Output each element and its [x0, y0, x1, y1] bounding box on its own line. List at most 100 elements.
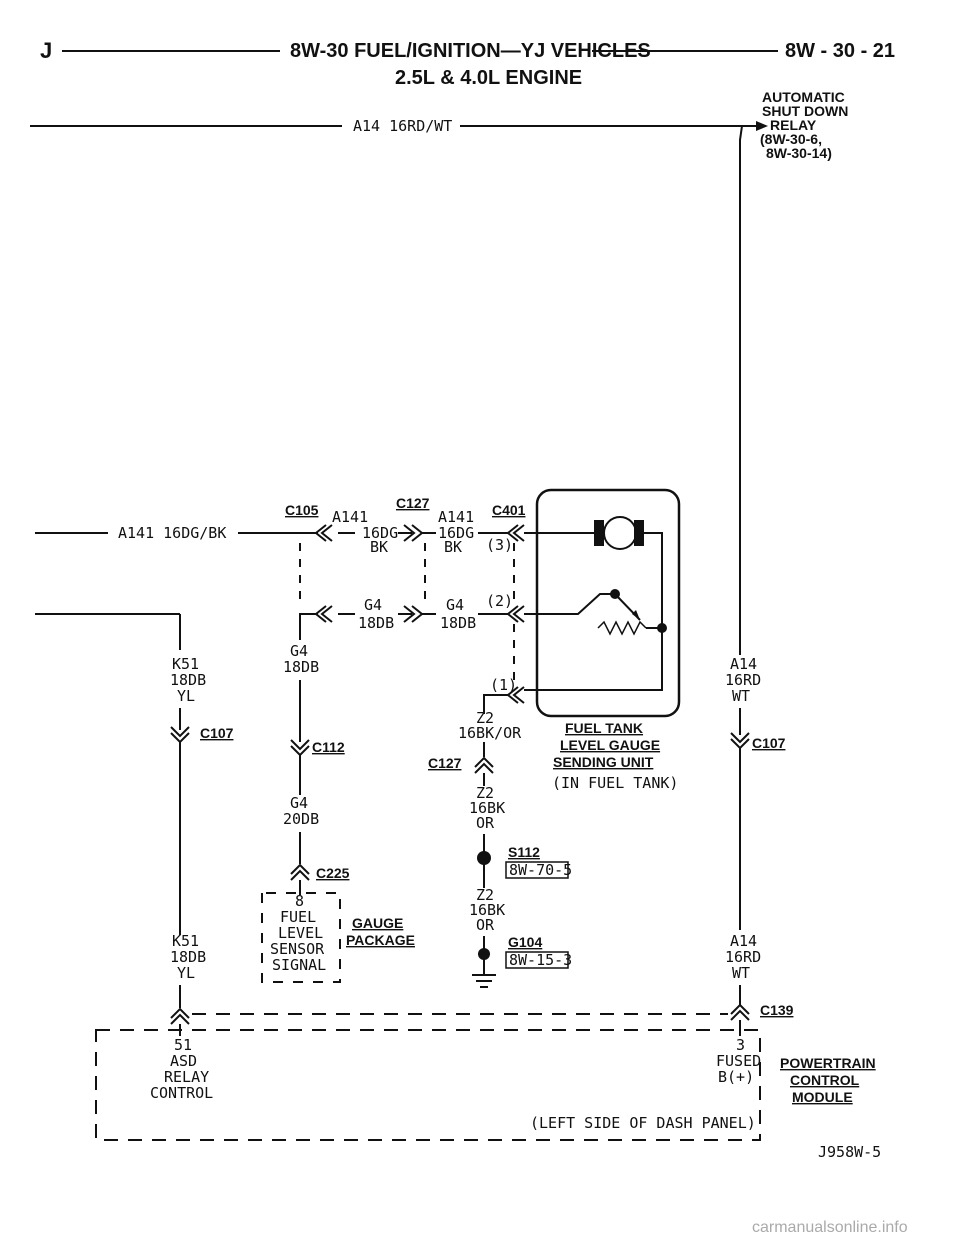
gauge-signal-l3: SENSOR	[270, 940, 325, 958]
gauge-signal-l4: SIGNAL	[272, 956, 326, 974]
connector-c127-mid-label: C127	[428, 755, 462, 771]
wire-a14-top-label: A14 16RD/WT	[353, 117, 452, 135]
a14-bottom-l2: 16RD	[725, 948, 761, 966]
header-subtitle: 2.5L & 4.0L ENGINE	[395, 67, 582, 89]
pcm-bplus: B(+)	[718, 1068, 754, 1086]
connector-c105-g4-icon	[314, 605, 333, 623]
splice-s112-icon	[477, 851, 491, 865]
g4-mid-l2: 18DB	[283, 658, 319, 676]
connector-c107-left-label: C107	[200, 725, 234, 741]
sending-unit-wire-2	[524, 593, 615, 615]
k51-bottom-l3: YL	[177, 964, 195, 982]
asd-relay-line-3: RELAY	[770, 117, 817, 133]
asd-relay-line-4: (8W-30-6,	[760, 131, 822, 147]
k51-top-l3: YL	[177, 687, 195, 705]
wire-a141-label: A141 16DG/BK	[118, 524, 226, 542]
gauge-motor-icon	[603, 516, 637, 550]
relay-arrow-icon	[756, 121, 768, 131]
k51-bottom-l1: K51	[172, 932, 199, 950]
header-page-number: 8W - 30 - 21	[785, 40, 895, 62]
a141-left-l1: A141	[332, 508, 368, 526]
k51-bottom-l2: 18DB	[170, 948, 206, 966]
a14-top-l3: WT	[732, 687, 750, 705]
fuel-tank-label-2: LEVEL GAUGE	[560, 737, 660, 753]
z2-b-l3: OR	[476, 814, 495, 832]
pin-2-label: (2)	[486, 592, 513, 610]
g4-low-l1: G4	[290, 794, 308, 812]
ground-g104-ref: 8W-15-3	[509, 951, 572, 969]
gauge-package-box	[261, 892, 341, 983]
a14-bottom-l1: A14	[730, 932, 757, 950]
gauge-signal-l2: LEVEL	[278, 924, 323, 942]
k51-top-l1: K51	[172, 655, 199, 673]
connector-c105-label: C105	[285, 502, 319, 518]
z2-b-l1: Z2	[476, 784, 494, 802]
connector-c127-top-label: C127	[396, 495, 430, 511]
splice-s112-label: S112	[508, 844, 540, 860]
gauge-pin-label: 8	[295, 892, 304, 910]
connector-c105-icon	[314, 524, 333, 542]
page-header: J 8W-30 FUEL/IGNITION—YJ VEHICLES 8W - 3…	[40, 38, 895, 89]
connector-c401-pin3-icon	[506, 524, 525, 542]
g4-right-l1: G4	[446, 596, 464, 614]
fuel-tank-label-1: FUEL TANK	[565, 720, 643, 736]
pcm-box	[95, 1029, 761, 1141]
pin-1-label: (1)	[490, 676, 517, 694]
pcm-name-1: POWERTRAIN	[780, 1055, 876, 1071]
asd-relay-line-1: AUTOMATIC	[762, 89, 845, 105]
pcm-asd-l1: ASD	[170, 1052, 197, 1070]
a141-right-l3: BK	[444, 538, 462, 556]
gauge-motor-right	[634, 520, 644, 546]
connector-c401-pin2-icon	[506, 605, 525, 623]
connector-c107-right-icon	[730, 732, 750, 750]
float-arrow-icon	[632, 610, 640, 620]
z2-c-l3: OR	[476, 916, 495, 934]
watermark: carmanualsonline.info	[752, 1219, 908, 1236]
asd-relay-label: AUTOMATIC SHUT DOWN RELAY (8W-30-6, 8W-3…	[760, 89, 848, 161]
g4-left-l1: G4	[364, 596, 382, 614]
pcm-name-3: MODULE	[792, 1089, 853, 1105]
z2-c-l1: Z2	[476, 886, 494, 904]
wire-z2-top	[483, 694, 508, 714]
gauge-package-name-2: PACKAGE	[346, 932, 415, 948]
ground-g104-label: G104	[508, 934, 542, 950]
z2-b-l2: 16BK	[469, 799, 505, 817]
asd-relay-line-2: SHUT DOWN	[762, 103, 848, 119]
gauge-motor-left	[594, 520, 604, 546]
connector-c139-right-icon	[730, 1003, 750, 1021]
ground-g104-node	[478, 948, 490, 960]
connector-c107-right-label: C107	[752, 735, 786, 751]
resistor-node	[657, 623, 667, 633]
connector-c127-mid-icon	[474, 756, 494, 774]
z2-a-l2: 16BK/OR	[458, 724, 522, 742]
gauge-signal-l1: FUEL	[280, 908, 316, 926]
fuel-tank-label-4: (IN FUEL TANK)	[552, 774, 678, 792]
a141-left-l2: 16DG	[362, 524, 398, 542]
a14-bottom-l3: WT	[732, 964, 750, 982]
pin-3-label: (3)	[486, 536, 513, 554]
sending-unit-box	[535, 488, 681, 718]
pcm-fused: FUSED	[716, 1052, 761, 1070]
asd-relay-line-5: 8W-30-14)	[766, 145, 832, 161]
connector-c139-left-icon	[170, 1007, 190, 1025]
a14-top-l1: A14	[730, 655, 757, 673]
pcm-name-2: CONTROL	[790, 1072, 860, 1088]
g4-low-l2: 20DB	[283, 810, 319, 828]
k51-top-l2: 18DB	[170, 671, 206, 689]
a141-right-l1: A141	[438, 508, 474, 526]
connector-c139-label: C139	[760, 1002, 794, 1018]
pcm-pin51: 51	[174, 1036, 192, 1054]
z2-c-l2: 16BK	[469, 901, 505, 919]
connector-c112-icon	[290, 739, 310, 757]
pcm-location: (LEFT SIDE OF DASH PANEL)	[530, 1114, 756, 1132]
g4-mid-l1: G4	[290, 642, 308, 660]
splice-s112-ref: 8W-70-5	[509, 861, 572, 879]
variable-resistor-icon	[597, 620, 647, 636]
gauge-package-name-1: GAUGE	[352, 915, 403, 931]
connector-c112-label: C112	[312, 739, 345, 755]
g4-right-l2: 18DB	[440, 614, 476, 632]
ground-symbol-icon	[472, 974, 496, 988]
connector-c401-label: C401	[492, 502, 526, 518]
a141-left-l3: BK	[370, 538, 388, 556]
